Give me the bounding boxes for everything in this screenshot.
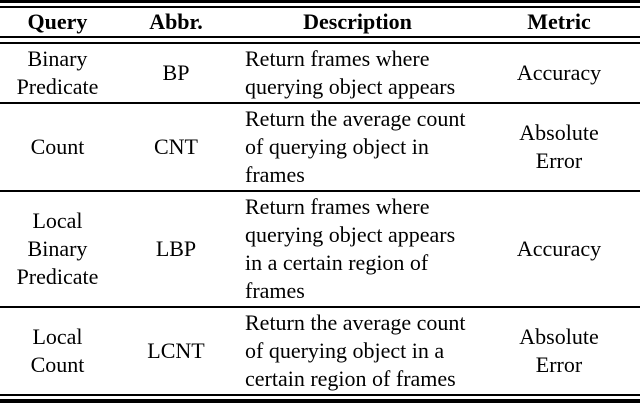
- description-text: Return the average count of querying obj…: [245, 106, 466, 187]
- metric-text: Accuracy: [516, 236, 602, 261]
- description-text: Return frames where querying object appe…: [245, 194, 456, 303]
- cell-query: Binary Predicate: [0, 45, 115, 101]
- column-header-metric: Metric: [527, 9, 591, 34]
- header-rule-bottom: [0, 42, 640, 44]
- cell-description: Return frames where querying object appe…: [237, 193, 478, 305]
- cell-query: Local Binary Predicate: [0, 207, 115, 291]
- column-header-abbr: Abbr.: [149, 9, 203, 34]
- cell-query: Local Count: [0, 323, 115, 379]
- cell-query: Count: [0, 133, 115, 161]
- header-rule-top: [0, 36, 640, 38]
- table-bottom-rule-outer: [0, 399, 640, 403]
- description-text: Return frames where querying object appe…: [245, 46, 456, 99]
- cell-metric: Accuracy: [478, 59, 640, 87]
- column-header-query: Query: [27, 9, 88, 34]
- cell-abbr: LCNT: [147, 338, 205, 363]
- cell-description: Return the average count of querying obj…: [237, 309, 478, 393]
- cell-metric: Absolute Error: [478, 323, 640, 379]
- row-separator: [0, 306, 640, 308]
- row-separator: [0, 190, 640, 192]
- metric-text: Absolute Error: [519, 324, 599, 377]
- cell-metric: Absolute Error: [478, 119, 640, 175]
- table-row-lcnt: Local Count LCNT Return the average coun…: [0, 308, 640, 394]
- table-top-rule-inner: [0, 6, 640, 8]
- cell-description: Return frames where querying object appe…: [237, 45, 478, 101]
- description-text: Return the average count of querying obj…: [245, 310, 466, 391]
- cell-abbr: LBP: [155, 236, 197, 261]
- table-top-rule-outer: [0, 0, 640, 3]
- cell-abbr: BP: [162, 60, 190, 85]
- row-separator: [0, 102, 640, 104]
- cell-metric: Accuracy: [478, 235, 640, 263]
- metric-text: Accuracy: [516, 60, 602, 85]
- cell-abbr: CNT: [154, 134, 198, 159]
- header-row: Query Abbr. Description Metric: [0, 8, 640, 36]
- table-row-lbp: Local Binary Predicate LBP Return frames…: [0, 192, 640, 306]
- column-header-description: Description: [303, 9, 412, 34]
- query-text: Binary Predicate: [16, 46, 99, 99]
- query-text: Local Count: [30, 324, 85, 377]
- query-text: Local Binary Predicate: [16, 208, 99, 289]
- cell-description: Return the average count of querying obj…: [237, 105, 478, 189]
- metric-text: Absolute Error: [519, 120, 599, 173]
- table-row-cnt: Count CNT Return the average count of qu…: [0, 104, 640, 190]
- table-row-bp: Binary Predicate BP Return frames where …: [0, 44, 640, 102]
- query-text: Count: [30, 134, 85, 159]
- table-bottom-rule-inner: [0, 394, 640, 396]
